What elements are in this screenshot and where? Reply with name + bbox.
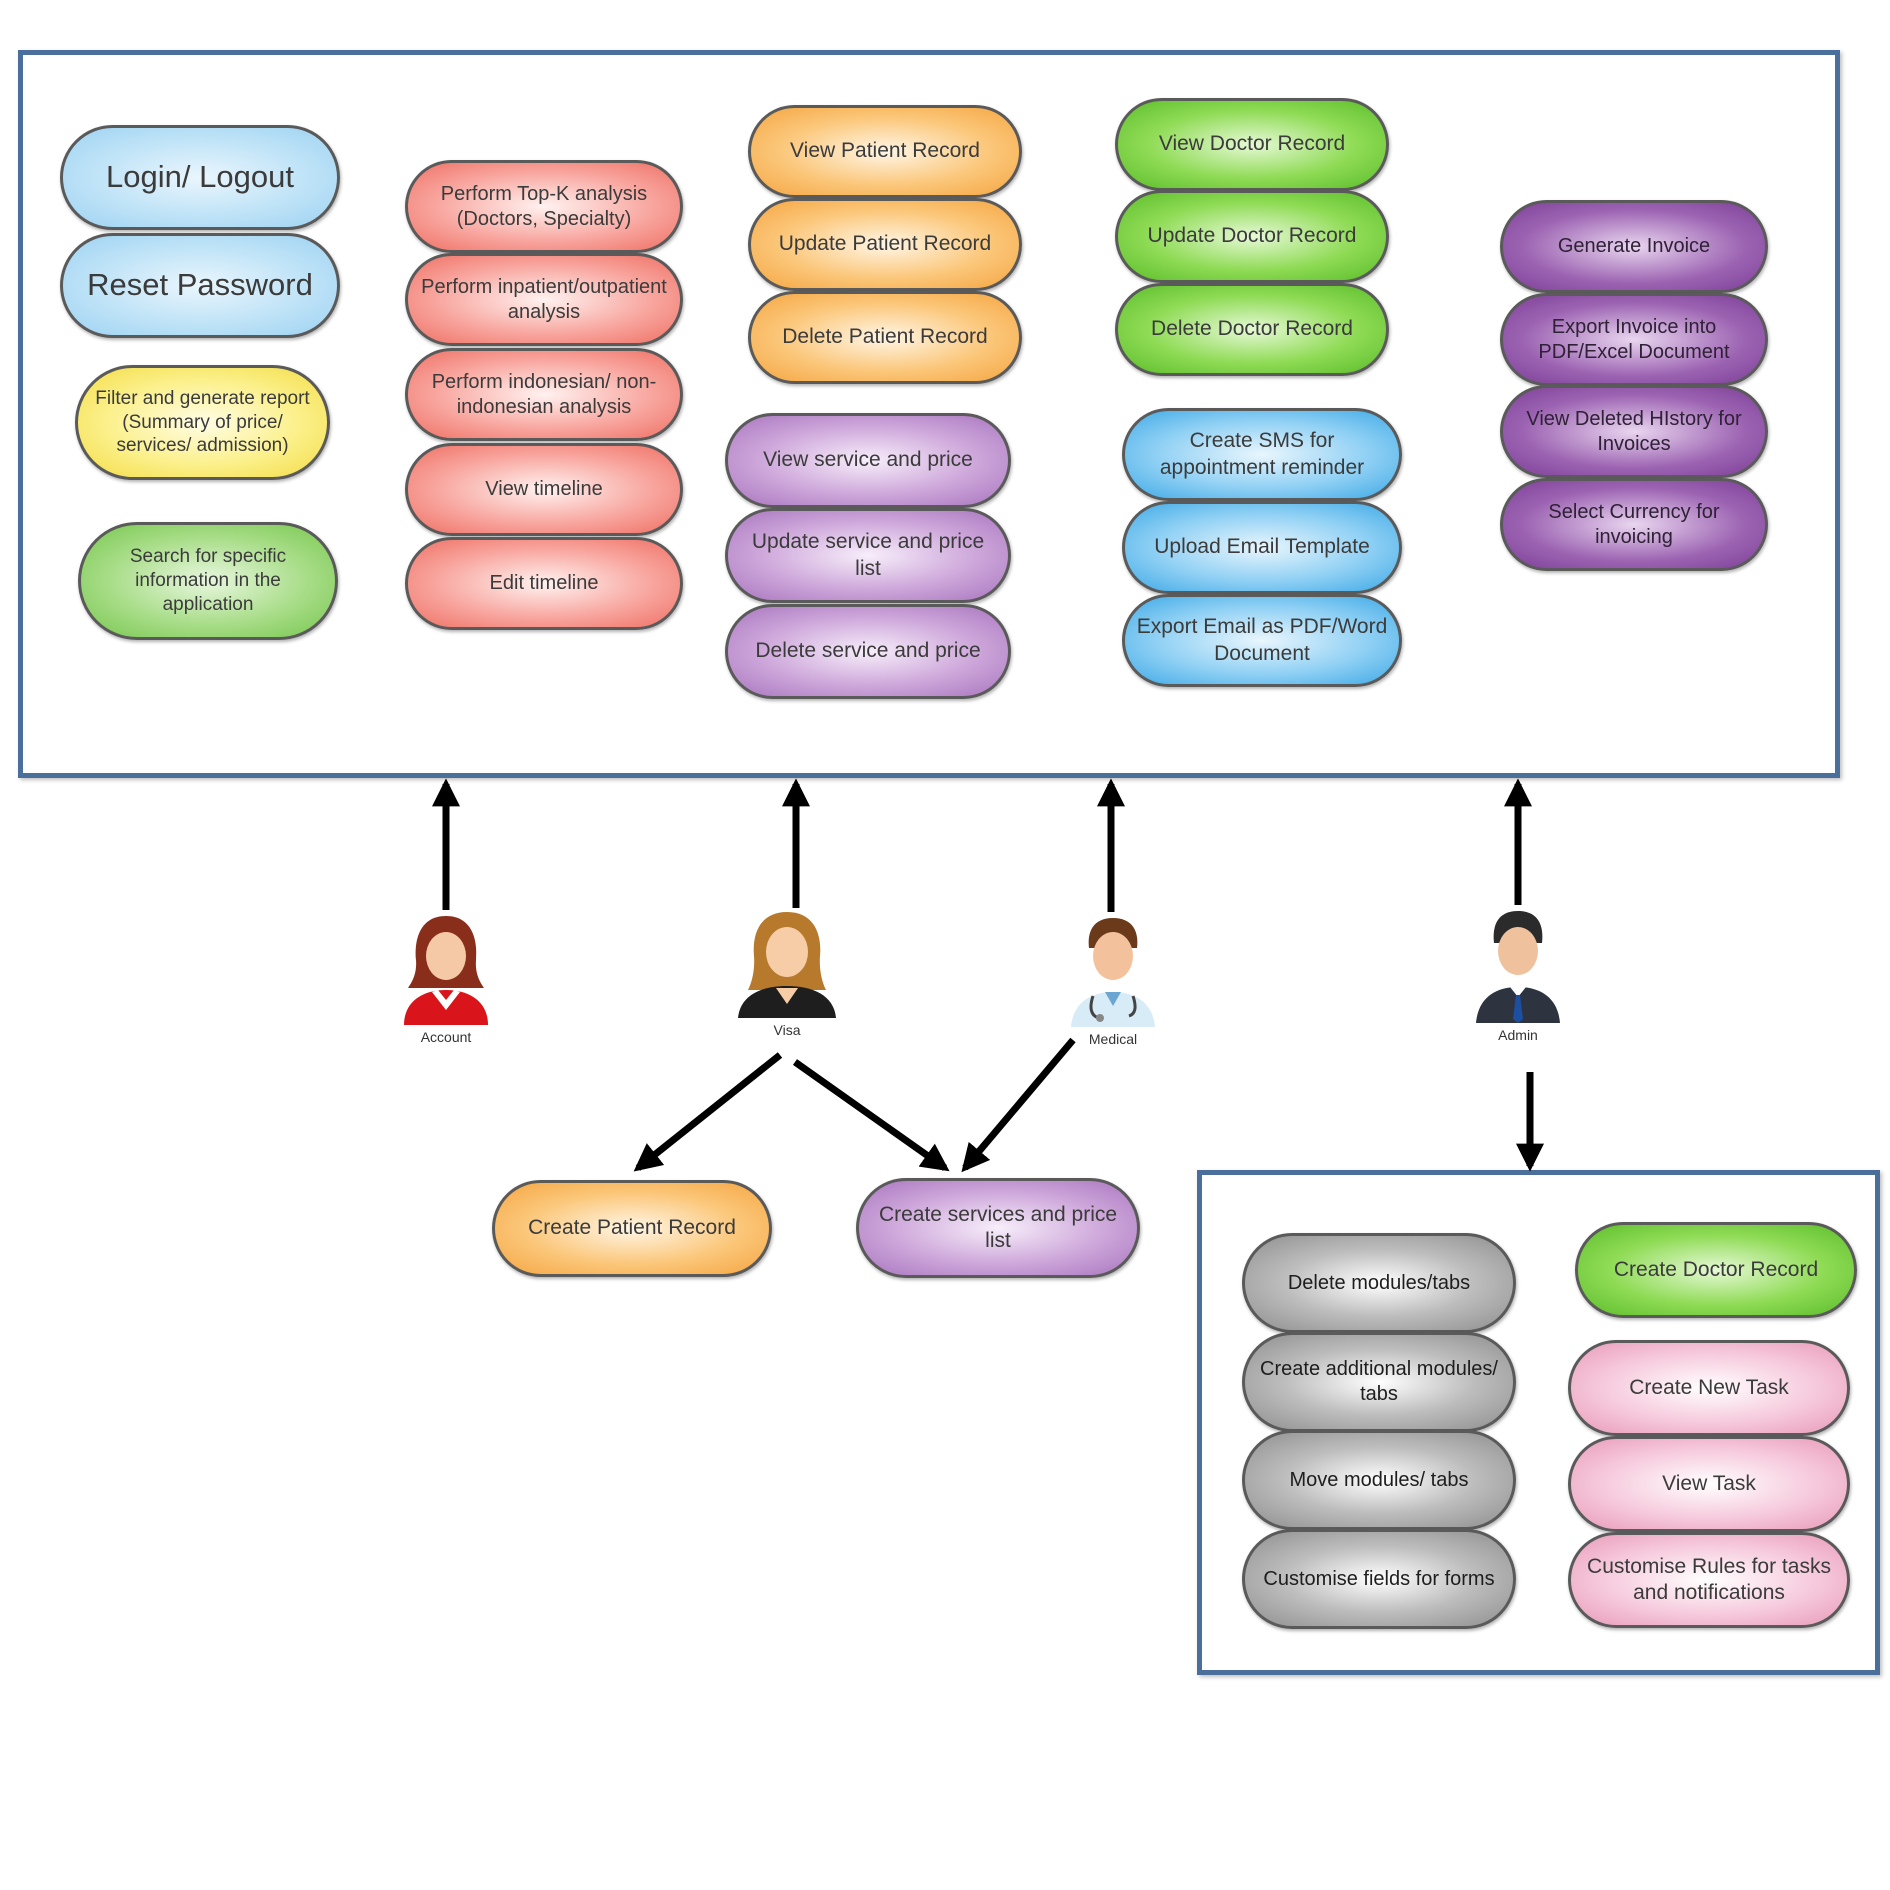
use-case-customise-fields: Customise fields for forms [1242, 1529, 1516, 1629]
use-case-label: Customise Rules for tasks and notificati… [1587, 1554, 1831, 1604]
use-case-label: Filter and generate report (Summary of p… [95, 387, 310, 457]
use-case-label: Perform inpatient/outpatient analysis [421, 275, 667, 323]
actor-label: Account [420, 1029, 472, 1045]
use-case-edit-timeline: Edit timeline [405, 537, 683, 630]
use-case-view-task: View Task [1568, 1436, 1850, 1532]
use-case-label: View timeline [485, 478, 603, 500]
use-case-label: View Task [1662, 1471, 1756, 1495]
use-case-customise-rules: Customise Rules for tasks and notificati… [1568, 1532, 1850, 1628]
use-case-label: Search for specific information in the a… [129, 546, 287, 615]
use-case-label: Export Email as PDF/Word Document [1136, 615, 1388, 665]
actor-medical: Medical [1058, 912, 1168, 1047]
use-case-view-patient-record: View Patient Record [748, 105, 1022, 198]
use-case-label: Select Currency for invoicing [1548, 500, 1720, 548]
use-case-generate-invoice: Generate Invoice [1500, 200, 1768, 293]
use-case-deleted-history: View Deleted HIstory for Invoices [1500, 385, 1768, 478]
use-case-label: Create services and price list [878, 1202, 1118, 1252]
use-case-label: View Deleted HIstory for Invoices [1526, 407, 1742, 455]
use-case-label: Create additional modules/ tabs [1260, 1358, 1498, 1405]
use-case-label: View service and price [763, 448, 973, 472]
use-case-reset-password: Reset Password [60, 233, 340, 338]
use-case-label: Customise fields for forms [1263, 1567, 1495, 1590]
use-case-update-doctor-record: Update Doctor Record [1115, 190, 1389, 283]
use-case-label: Login/ Logout [106, 159, 294, 195]
use-case-label: Update Doctor Record [1147, 224, 1357, 248]
use-case-label: Create New Task [1629, 1375, 1789, 1399]
use-case-select-currency: Select Currency for invoicing [1500, 478, 1768, 571]
use-case-label: Perform indonesian/ non-indonesian analy… [431, 370, 657, 418]
use-case-upload-email-template: Upload Email Template [1122, 501, 1402, 594]
use-case-label: View Doctor Record [1158, 132, 1346, 156]
businessman-avatar-icon [1476, 911, 1560, 1023]
use-case-label: Create Patient Record [528, 1216, 736, 1240]
actor-label: Admin [1498, 1027, 1538, 1043]
use-case-label: Delete Doctor Record [1151, 317, 1353, 341]
use-case-inpatient-analysis: Perform inpatient/outpatient analysis [405, 253, 683, 346]
use-case-filter-report: Filter and generate report (Summary of p… [75, 365, 330, 480]
use-case-label: Reset Password [87, 267, 313, 303]
use-case-delete-service-price: Delete service and price [725, 604, 1011, 699]
use-case-create-doctor-record: Create Doctor Record [1575, 1222, 1857, 1318]
use-case-label: Create SMS for appointment reminder [1159, 429, 1365, 479]
use-case-label: Update Patient Record [778, 232, 992, 256]
use-case-delete-doctor-record: Delete Doctor Record [1115, 283, 1389, 376]
use-case-label: Edit timeline [489, 572, 599, 594]
use-case-login-logout: Login/ Logout [60, 125, 340, 230]
use-case-create-services-price: Create services and price list [856, 1178, 1140, 1278]
use-case-label: Perform Top-K analysis (Doctors, Special… [440, 182, 648, 230]
use-case-sms-reminder: Create SMS for appointment reminder [1122, 408, 1402, 501]
arrow-visa-to-create-patient [633, 1052, 783, 1172]
woman-red-avatar-icon [404, 916, 488, 1025]
use-case-top-k-analysis: Perform Top-K analysis (Doctors, Special… [405, 160, 683, 253]
use-case-export-invoice: Export Invoice into PDF/Excel Document [1500, 293, 1768, 386]
use-case-export-email: Export Email as PDF/Word Document [1122, 594, 1402, 687]
actor-account: Account [391, 910, 501, 1045]
actor-label: Visa [773, 1022, 801, 1038]
use-case-label: View Patient Record [790, 139, 980, 163]
use-case-label: Upload Email Template [1154, 535, 1370, 559]
use-case-view-timeline: View timeline [405, 443, 683, 536]
use-case-label: Export Invoice into PDF/Excel Document [1538, 315, 1730, 363]
use-case-label: Create Doctor Record [1613, 1257, 1819, 1281]
woman-blonde-avatar-icon [738, 912, 836, 1018]
use-case-indonesian-analysis: Perform indonesian/ non-indonesian analy… [405, 348, 683, 441]
use-case-label: Delete service and price [755, 639, 981, 663]
actor-visa: Visa [732, 908, 842, 1038]
arrow-visa-to-create-services [792, 1059, 950, 1172]
use-case-label: Generate Invoice [1557, 235, 1711, 257]
use-case-search-info: Search for specific information in the a… [78, 522, 338, 640]
doctor-avatar-icon [1071, 918, 1155, 1027]
use-case-delete-modules: Delete modules/tabs [1242, 1233, 1516, 1333]
arrow-medical-to-create-services [961, 1037, 1076, 1173]
use-case-view-service-price: View service and price [725, 413, 1011, 508]
use-case-update-patient-record: Update Patient Record [748, 198, 1022, 291]
use-case-label: Delete modules/tabs [1287, 1271, 1471, 1294]
use-case-label: Update service and price list [751, 530, 985, 580]
use-case-label: Move modules/ tabs [1289, 1468, 1469, 1491]
use-case-create-modules: Create additional modules/ tabs [1242, 1332, 1516, 1432]
use-case-create-new-task: Create New Task [1568, 1340, 1850, 1436]
use-case-update-service-price: Update service and price list [725, 508, 1011, 603]
use-case-create-patient-record: Create Patient Record [492, 1180, 772, 1277]
use-case-delete-patient-record: Delete Patient Record [748, 291, 1022, 384]
actor-admin: Admin [1463, 905, 1573, 1043]
actor-label: Medical [1088, 1031, 1138, 1047]
use-case-label: Delete Patient Record [782, 325, 988, 349]
